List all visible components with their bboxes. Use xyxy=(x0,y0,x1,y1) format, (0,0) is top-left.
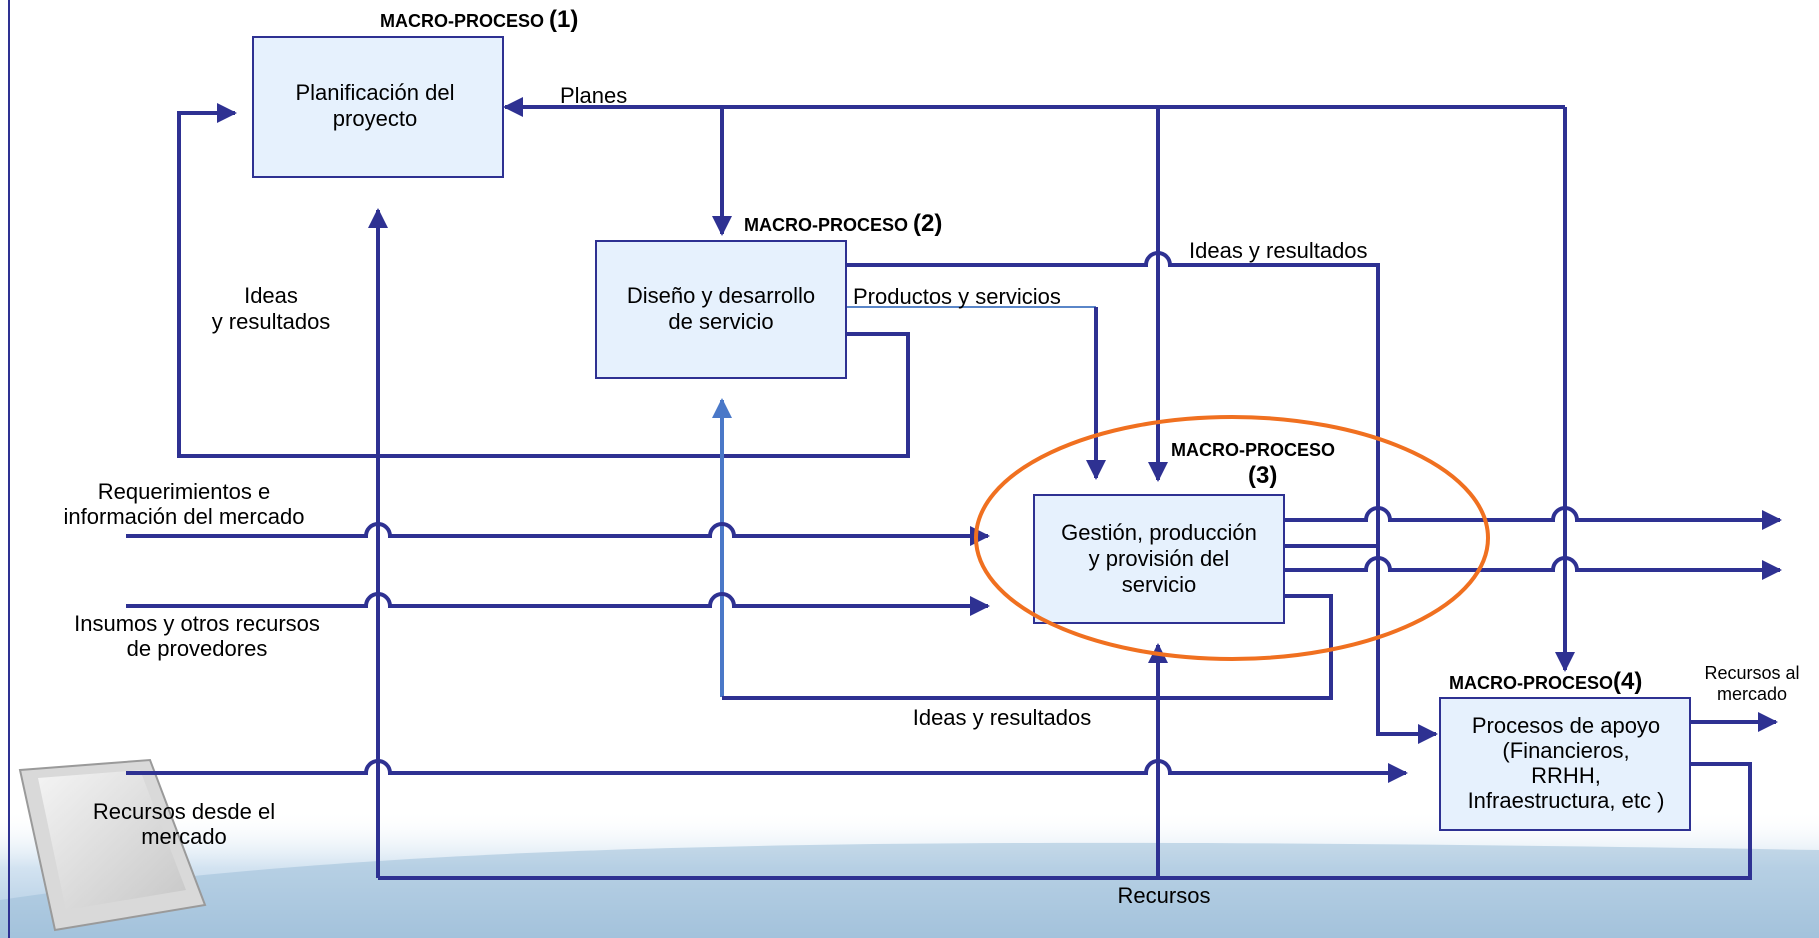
macro-process-1-header: MACRO-PROCESO xyxy=(380,11,544,31)
label-recursos-al-mercado-2: mercado xyxy=(1717,684,1787,704)
macro-process-4-line-3: RRHH, xyxy=(1531,763,1601,788)
macro-process-2-number: (2) xyxy=(913,210,942,237)
label-ideas-bottom: Ideas y resultados xyxy=(913,705,1092,730)
connector-lines xyxy=(126,97,1782,880)
highlight-ellipse xyxy=(974,415,1490,661)
macro-process-3-line-2: y provisión del xyxy=(1089,546,1230,571)
label-recursos: Recursos xyxy=(1118,883,1211,908)
svg-text:MACRO-PROCESO(4): MACRO-PROCESO(4) xyxy=(1449,668,1642,695)
macro-process-4-header: MACRO-PROCESO xyxy=(1449,673,1613,693)
macro-process-2-line-1: Diseño y desarrollo xyxy=(627,283,815,308)
flow-labels: Planes Ideas y resultados Ideas y result… xyxy=(64,83,1800,908)
label-ideas-left-2: y resultados xyxy=(212,309,331,334)
macro-process-2-line-2: de servicio xyxy=(668,309,773,334)
macro-process-4-line-2: (Financieros, xyxy=(1502,738,1629,763)
macro-process-3-header: MACRO-PROCESO xyxy=(1171,440,1335,460)
macro-process-4-line-1: Procesos de apoyo xyxy=(1472,713,1660,738)
monitor-icon xyxy=(18,758,207,932)
label-insumos-2: de provedores xyxy=(127,636,268,661)
label-recursos-mercado-1: Recursos desde el xyxy=(93,799,275,824)
macro-process-2-header: MACRO-PROCESO xyxy=(744,215,908,235)
macro-process-4-number: (4) xyxy=(1613,668,1642,695)
svg-text:MACRO-PROCESO (2): MACRO-PROCESO (2) xyxy=(744,210,942,237)
macro-process-3-line-3: servicio xyxy=(1122,572,1197,597)
macro-process-4: MACRO-PROCESO(4) Procesos de apoyo (Fina… xyxy=(1439,668,1691,831)
macro-process-3-number: (3) xyxy=(1248,462,1277,489)
macro-process-3-line-1: Gestión, producción xyxy=(1061,520,1257,545)
macro-process-3: MACRO-PROCESO (3) Gestión, producción y … xyxy=(1033,440,1335,624)
label-requerimientos-1: Requerimientos e xyxy=(98,479,270,504)
label-requerimientos-2: información del mercado xyxy=(64,504,305,529)
label-ideas-left-1: Ideas xyxy=(244,283,298,308)
label-productos: Productos y servicios xyxy=(853,284,1061,309)
macro-process-1: MACRO-PROCESO (1) Planificación del proy… xyxy=(252,6,578,178)
label-recursos-al-mercado-1: Recursos al xyxy=(1704,663,1799,683)
macro-process-1-number: (1) xyxy=(549,6,578,33)
macro-process-1-line-1: Planificación del xyxy=(296,80,455,105)
label-ideas-top: Ideas y resultados xyxy=(1189,238,1368,263)
label-planes: Planes xyxy=(560,83,627,108)
macro-process-1-line-2: proyecto xyxy=(333,106,417,131)
svg-text:MACRO-PROCESO (1): MACRO-PROCESO (1) xyxy=(380,6,578,33)
label-insumos-1: Insumos y otros recursos xyxy=(74,611,320,636)
label-recursos-mercado-2: mercado xyxy=(141,824,227,849)
macro-process-2: MACRO-PROCESO (2) Diseño y desarrollo de… xyxy=(595,210,942,379)
macro-process-4-line-4: Infraestructura, etc ) xyxy=(1468,788,1665,813)
